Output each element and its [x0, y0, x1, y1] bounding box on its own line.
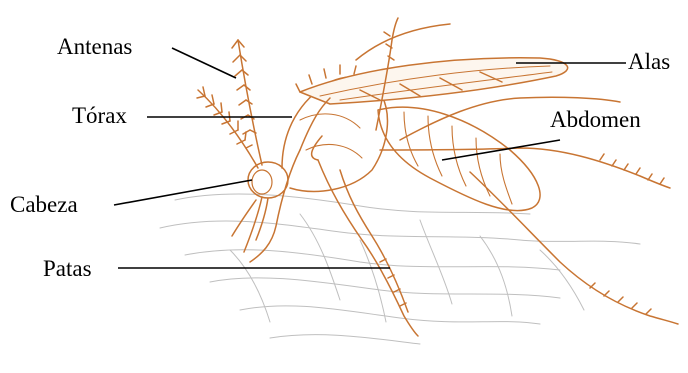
abdomen [378, 107, 540, 210]
label-patas: Patas [43, 256, 92, 281]
mosquito [197, 18, 678, 336]
label-cabeza: Cabeza [10, 192, 78, 217]
wing-vein [356, 24, 450, 60]
leader-antenas [172, 48, 236, 78]
label-torax: Tórax [72, 103, 127, 128]
label-alas: Alas [628, 49, 670, 74]
label-abdomen: Abdomen [550, 107, 641, 132]
leader-cabeza [114, 180, 252, 205]
antennae [197, 40, 262, 168]
label-antenas: Antenas [57, 34, 132, 59]
proboscis [232, 197, 268, 252]
